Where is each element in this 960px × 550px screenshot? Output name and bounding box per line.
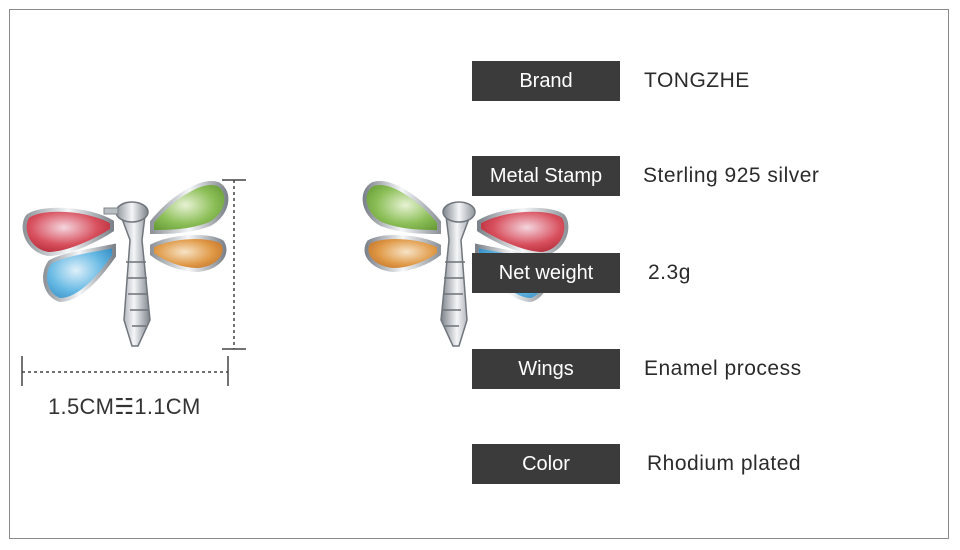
spec-row-brand: Brand TONGZHE [472,61,932,101]
outer-frame [9,9,949,539]
spec-label: Metal Stamp [472,156,620,196]
spec-row-metal-stamp: Metal Stamp Sterling 925 silver [472,156,932,196]
spec-value: Enamel process [644,357,802,380]
spec-value: Rhodium plated [647,452,802,475]
spec-value: TONGZHE [644,69,750,92]
dimension-label: 1.5CM☵1.1CM [48,394,201,419]
spec-label: Brand [472,61,620,101]
spec-value: Sterling 925 silver [643,164,820,187]
spec-label: Color [472,444,620,484]
spec-row-net-weight: Net weight 2.3g [472,253,932,293]
width-dimension-line [21,356,229,386]
spec-row-color: Color Rhodium plated [472,444,932,484]
spec-label: Net weight [472,253,620,293]
spec-row-wings: Wings Enamel process [472,349,932,389]
left-earring [22,181,229,347]
height-dimension-line [222,179,246,350]
spec-label: Wings [472,349,620,389]
spec-value: 2.3g [648,261,691,284]
